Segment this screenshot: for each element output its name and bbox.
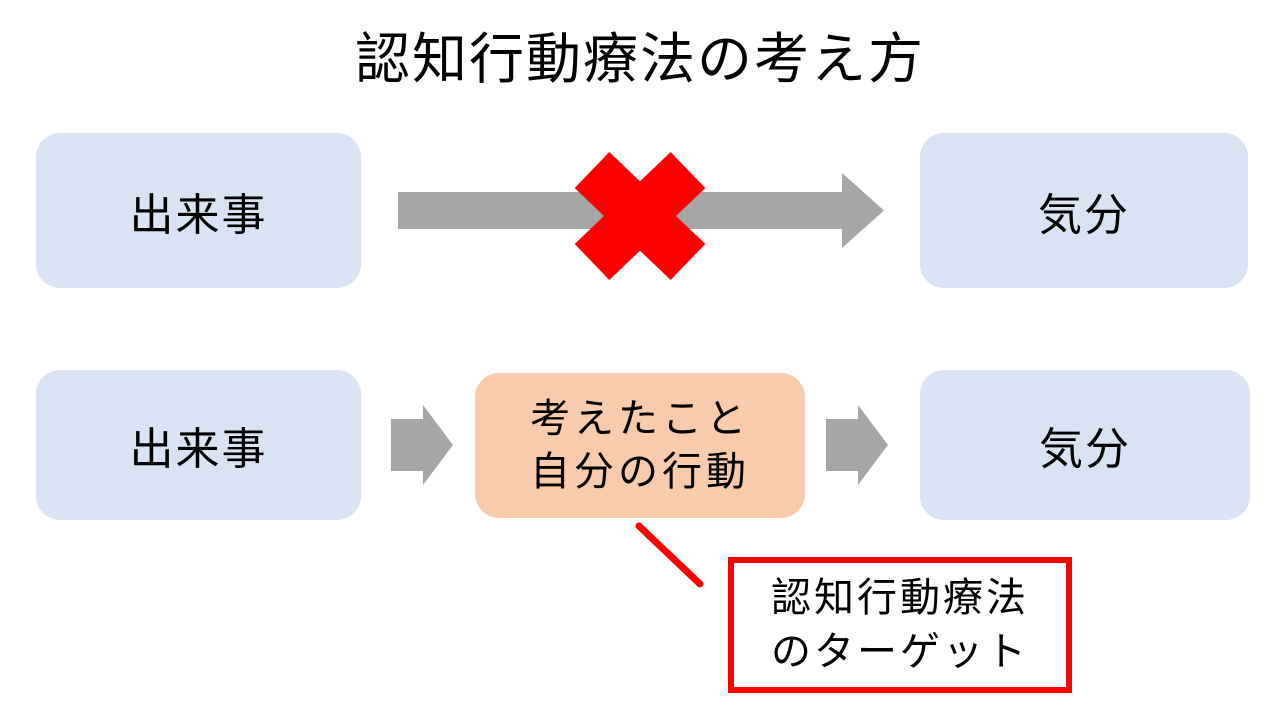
callout-box: 認知行動療法 のターゲット: [728, 557, 1072, 693]
mood-box-bottom-label: 気分: [1039, 424, 1131, 475]
mediator-box-text: 考えたこと 自分の行動: [530, 393, 750, 499]
small-right-arrow-icon: [391, 405, 453, 485]
mediator-line1: 考えたこと: [530, 395, 750, 442]
mood-box-top: 気分: [920, 133, 1248, 288]
event-box-top-label: 出来事: [129, 189, 268, 241]
red-x-icon: [574, 151, 706, 281]
event-box-bottom-label: 出来事: [129, 424, 268, 475]
mood-box-bottom: 気分: [920, 370, 1250, 520]
event-box-bottom: 出来事: [36, 370, 361, 520]
small-right-arrow-icon: [826, 405, 888, 485]
callout-line2: のターゲット: [771, 629, 1029, 675]
page-title: 認知行動療法の考え方: [354, 27, 925, 91]
mediator-box: 考えたこと 自分の行動: [475, 373, 805, 518]
callout-line1: 認知行動療法: [771, 575, 1029, 621]
callout-pointer-line-icon: [635, 522, 704, 588]
mood-box-top-label: 気分: [1038, 189, 1130, 241]
event-box-top: 出来事: [36, 133, 361, 288]
mediator-line2: 自分の行動: [530, 448, 750, 495]
